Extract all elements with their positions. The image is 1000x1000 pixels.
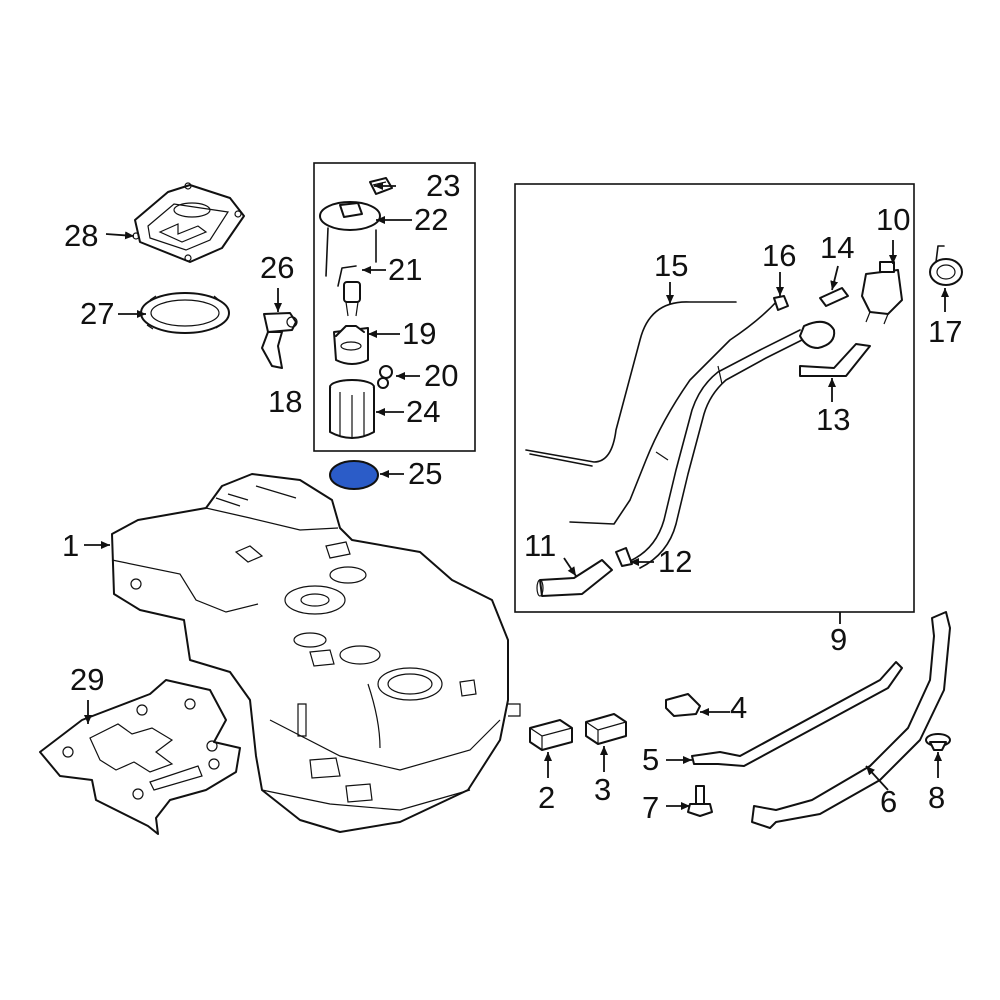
callout-6: 6 (880, 784, 897, 819)
callout-18: 18 (268, 384, 302, 419)
tank-strap-part-6[interactable] (751, 611, 951, 829)
fuel-cap-part[interactable] (929, 245, 963, 286)
bolt-part[interactable] (687, 785, 713, 817)
clip-nut-part[interactable] (925, 733, 951, 751)
callout-20: 20 (424, 358, 458, 393)
callout-numbers: 1 2 3 4 5 6 7 8 9 10 11 12 13 14 15 16 1… (62, 168, 962, 825)
filler-hose-part[interactable] (536, 559, 613, 597)
callout-25: 25 (408, 456, 442, 491)
leader-lines (84, 182, 949, 810)
insulator-pad-part-2[interactable] (529, 719, 573, 751)
callout-29: 29 (70, 662, 104, 697)
callout-7: 7 (642, 790, 659, 825)
heat-shield-part[interactable] (39, 679, 241, 835)
fuel-pump-motor-part[interactable] (337, 265, 361, 317)
callout-24: 24 (406, 394, 440, 429)
vent-line-part[interactable] (569, 295, 789, 525)
insulator-pad-part-3[interactable] (585, 713, 627, 745)
callout-5: 5 (642, 742, 659, 777)
fuel-tank-part[interactable] (111, 473, 521, 833)
fuel-pump-assembly-box (313, 162, 476, 452)
callout-27: 27 (80, 296, 114, 331)
filler-neck-part[interactable] (631, 320, 836, 569)
callout-13: 13 (816, 402, 850, 437)
filler-pipe-assembly-box (514, 183, 915, 613)
callout-4: 4 (730, 690, 747, 725)
harness-connector-part[interactable] (261, 312, 298, 369)
pump-flange-part[interactable] (319, 201, 381, 277)
callout-23: 23 (426, 168, 460, 203)
lock-ring-part[interactable] (140, 292, 230, 334)
callout-11: 11 (524, 528, 556, 563)
pump-reservoir-part[interactable] (333, 325, 369, 365)
callout-19: 19 (402, 316, 436, 351)
callout-1: 1 (62, 528, 79, 563)
callout-14: 14 (820, 230, 854, 265)
pump-gasket-part[interactable] (329, 460, 379, 490)
callout-10: 10 (876, 202, 910, 237)
callout-8: 8 (928, 780, 945, 815)
callout-28: 28 (64, 218, 98, 253)
vent-hose-part[interactable] (799, 343, 871, 377)
pump-cover-part[interactable] (132, 182, 245, 263)
pump-bucket-part[interactable] (329, 379, 375, 439)
short-hose-part[interactable] (819, 287, 849, 307)
vent-tube-part[interactable] (525, 301, 737, 467)
callout-15: 15 (654, 248, 688, 283)
callout-9: 9 (830, 622, 847, 657)
hose-clamp-part[interactable] (615, 547, 633, 567)
callout-21: 21 (388, 252, 422, 287)
callout-22: 22 (414, 202, 448, 237)
canister-filter-part[interactable] (861, 261, 903, 325)
callout-26: 26 (260, 250, 294, 285)
callout-3: 3 (594, 772, 611, 807)
callout-16: 16 (762, 238, 796, 273)
callout-17: 17 (928, 314, 962, 349)
strap-bracket-part[interactable] (665, 693, 701, 717)
tank-strap-part-5[interactable] (691, 661, 903, 767)
grommet-part[interactable] (377, 365, 393, 389)
callout-12: 12 (658, 544, 692, 579)
callout-2: 2 (538, 780, 555, 815)
